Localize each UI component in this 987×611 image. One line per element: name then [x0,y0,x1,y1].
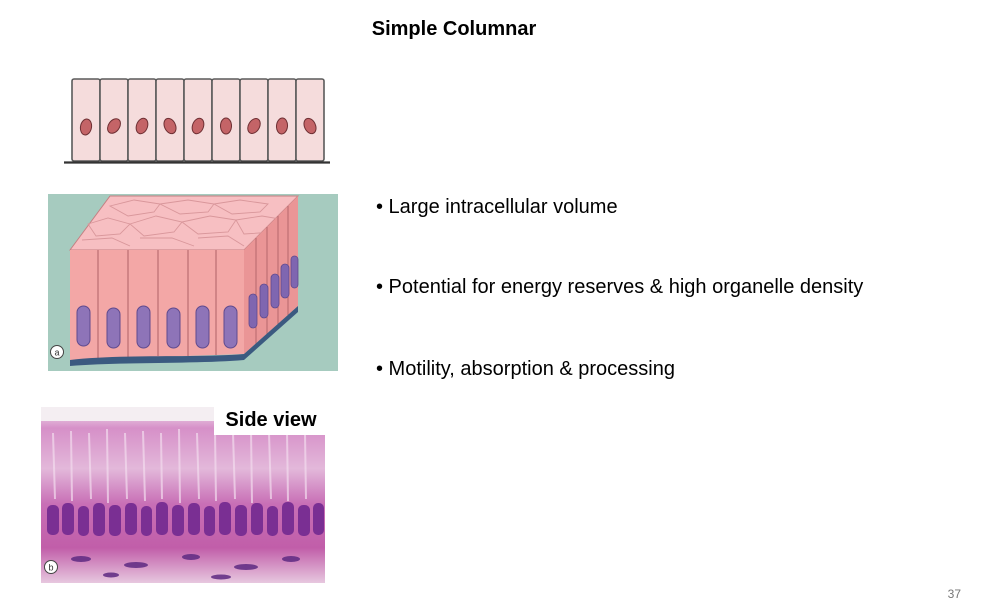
nucleus [195,305,210,349]
cell-row [71,78,325,162]
bullet-item: • Potential for energy reserves & high o… [376,276,864,298]
nucleus [219,502,231,535]
front-face [70,250,244,360]
figure-a-badge [50,345,64,359]
figure-b-label: b [48,563,53,573]
nucleus [47,505,59,535]
nucleus [303,117,317,135]
nucleus [251,503,263,535]
connective-tissue [71,554,300,580]
nucleus [125,503,137,535]
nucleus [107,118,121,134]
basement-membrane [70,306,298,366]
nucleus [106,307,121,349]
nucleus [247,118,261,134]
nucleus [248,293,258,329]
nucleus [280,263,290,299]
slide-title: Simple Columnar [371,18,537,40]
bullet-item: • Motility, absorption & processing [376,358,675,380]
figure-b-badge [44,560,58,574]
bullet-item: • Large intracellular volume [376,196,618,218]
nucleus [76,305,91,347]
nucleus [93,503,105,536]
nucleus [136,305,151,349]
histology-micrograph: b [41,407,325,583]
front-cell-borders [97,250,217,358]
side-nuclei [248,255,299,329]
nucleus [204,506,215,536]
nucleus [166,307,181,349]
columnar-cells-schematic [64,78,330,164]
nucleus [156,502,168,535]
figure-a-label: a [54,348,59,358]
nucleus [78,506,89,536]
nucleus [235,505,247,536]
nucleus [62,503,74,535]
nucleus [290,255,299,289]
stained-nuclei [47,502,324,536]
nucleus [298,505,310,536]
nucleus [223,305,238,349]
nucleus [172,505,184,536]
nucleus [109,505,121,536]
nuclei [79,117,317,136]
nucleus [259,283,269,319]
nucleus [141,506,152,536]
nucleus [313,503,324,535]
nucleus [220,117,232,135]
cell-striations [52,428,307,504]
nucleus [135,117,149,135]
page-number: 37 [947,587,961,601]
columnar-epithelium-illustration: a [48,194,338,371]
nucleus [282,502,294,535]
nucleus [188,503,200,535]
side-view-label: Side view [214,405,328,435]
nucleus [270,273,280,309]
nucleus [267,506,278,536]
nucleus [79,118,93,136]
nucleus [275,117,289,135]
side-face [244,196,298,354]
front-nuclei [76,305,238,349]
nucleus [191,117,205,135]
nucleus [163,117,177,135]
